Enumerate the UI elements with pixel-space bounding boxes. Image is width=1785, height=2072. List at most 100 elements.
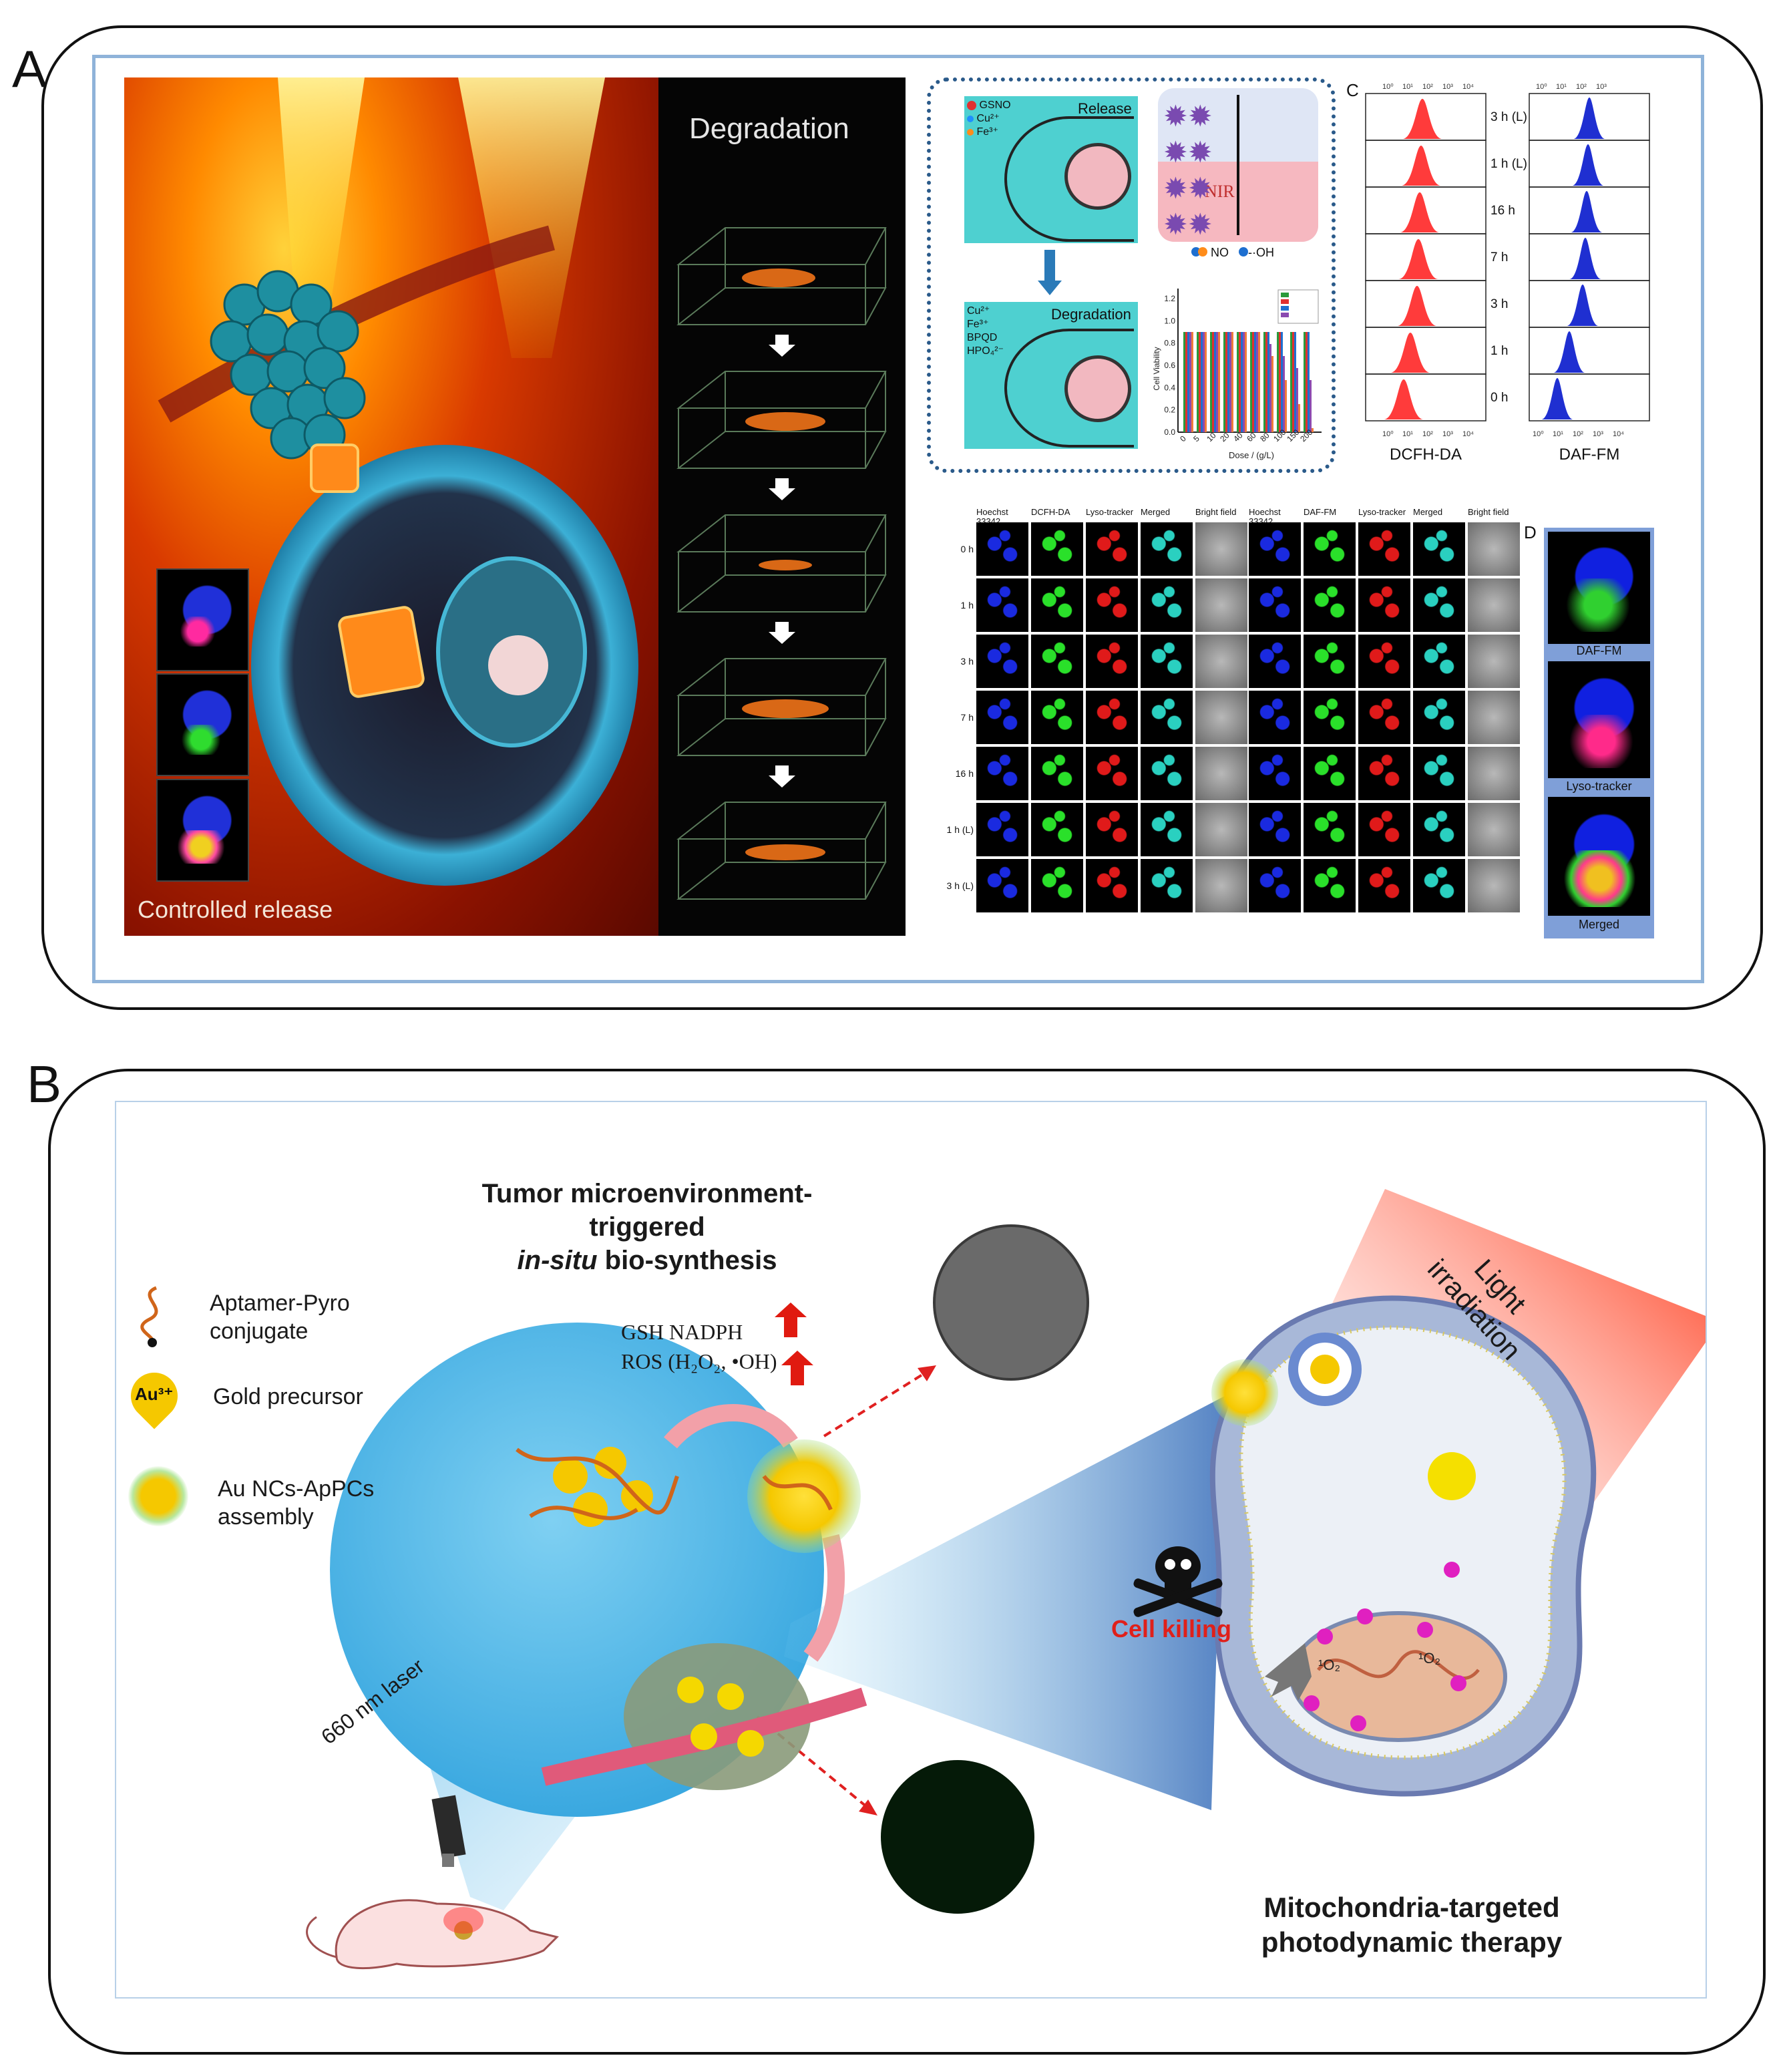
microscopy-cell <box>1249 635 1301 688</box>
microscopy-cell <box>1086 747 1138 800</box>
microscopy-row-label: 16 h <box>955 768 974 779</box>
flow-row-label: 7 h <box>1491 250 1508 265</box>
flow-row-label: 1 h (L) <box>1491 157 1527 171</box>
panel-a-inner-frame <box>92 55 1704 983</box>
flow-row-label: 16 h <box>1491 204 1515 218</box>
microscopy-cell <box>1195 635 1247 688</box>
viability-bar <box>1271 356 1273 432</box>
degradation-cell: Degradation Cu²⁺ Fe³⁺ BPQD HPO₄²⁻ <box>964 302 1138 449</box>
svg-text:10⁰: 10⁰ <box>1533 430 1544 438</box>
microscopy-cell <box>1413 691 1465 744</box>
svg-text:10⁴: 10⁴ <box>1462 83 1474 91</box>
viability-bar <box>1183 332 1185 432</box>
svg-text:10¹: 10¹ <box>1553 430 1563 438</box>
microscopy-cell <box>1249 522 1301 576</box>
daf-peak <box>1553 331 1585 373</box>
microscopy-cell <box>1304 691 1356 744</box>
viability-bar <box>1203 332 1205 432</box>
viability-bar <box>1258 332 1260 432</box>
mouse-illustration <box>306 1899 559 1969</box>
viability-bar <box>1214 332 1216 432</box>
microscopy-cell <box>1195 522 1247 576</box>
microscopy-cell <box>1141 522 1193 576</box>
viability-bar <box>1267 332 1269 432</box>
viability-bar <box>1254 332 1256 432</box>
microscopy-cell <box>1249 859 1301 912</box>
gsh-nadph-text: GSH NADPH <box>621 1320 743 1344</box>
microscopy-cell <box>1358 859 1410 912</box>
microscopy-cell <box>1413 859 1465 912</box>
panel-b-title-line1: Tumor microenvironment-triggered <box>481 1179 813 1242</box>
microscopy-cell <box>1468 522 1520 576</box>
svg-text:10⁰: 10⁰ <box>1382 83 1394 91</box>
microscopy-row-label: 1 h (L) <box>946 824 974 835</box>
dcfh-da-label: DCFH-DA <box>1390 446 1462 464</box>
nanocube-inside <box>338 606 425 698</box>
microscopy-cell <box>976 578 1028 632</box>
nanoparticle-cluster <box>210 270 366 460</box>
nanocube-entering <box>310 444 359 493</box>
legend-fe-2: Fe³⁺ <box>967 319 989 330</box>
dcfh-peak <box>1390 333 1430 373</box>
microscopy-cell <box>976 522 1028 576</box>
viability-y-tick: 0.2 <box>1164 405 1175 415</box>
panel-d-label-lyso: Lyso-tracker <box>1566 780 1632 793</box>
light-beam-right <box>458 77 605 358</box>
dcfh-histogram-cell <box>1365 327 1486 375</box>
panel-b-title-line2: in-situ bio-synthesis <box>517 1246 777 1275</box>
microscopy-cell <box>1141 803 1193 856</box>
down-arrow-icon <box>1044 250 1055 283</box>
microscopy-column-header: Merged <box>1141 507 1171 517</box>
singlet-oxygen-label-2: ¹O₂ <box>1418 1650 1440 1667</box>
viability-bar <box>1223 332 1225 432</box>
viability-y-tick: 1.0 <box>1164 316 1175 325</box>
microscopy-cell <box>1413 578 1465 632</box>
viability-bar <box>1199 332 1201 432</box>
degradation-cell-title: Degradation <box>1051 306 1131 323</box>
daf-peak <box>1573 98 1605 139</box>
microscopy-cell <box>1031 635 1083 688</box>
daf-peak <box>1572 144 1604 186</box>
nucleolus <box>488 635 548 695</box>
viability-y-tick: 0.4 <box>1164 383 1175 392</box>
viability-bar <box>1218 332 1220 432</box>
degradation-box-3 <box>676 514 887 613</box>
panel-c-letter: C <box>1346 80 1359 100</box>
microscopy-cell <box>1304 803 1356 856</box>
microscopy-cell <box>1086 522 1138 576</box>
microscopy-cell <box>1141 859 1193 912</box>
skull-icon <box>1133 1546 1223 1617</box>
microscopy-column-header: DCFH-DA <box>1031 507 1070 517</box>
viability-bar <box>1250 332 1252 432</box>
microscopy-cell <box>1304 522 1356 576</box>
degradation-legend: Cu²⁺ Fe³⁺ BPQD HPO₄²⁻ <box>967 305 1004 358</box>
microscopy-row-label: 3 h <box>960 656 974 667</box>
release-title: Release <box>1078 100 1132 117</box>
microscopy-cell <box>1031 859 1083 912</box>
flow-row-label: 1 h <box>1491 344 1508 358</box>
viability-bar <box>1281 332 1283 432</box>
panel-d-image-3 <box>1548 797 1650 916</box>
microscopy-cell <box>1304 859 1356 912</box>
nucleus-icon-2 <box>1064 355 1131 422</box>
panel-b-title: Tumor microenvironment-triggered in-situ… <box>440 1177 854 1277</box>
legend-fe: Fe³⁺ <box>967 126 1011 139</box>
microscopy-cell <box>1358 747 1410 800</box>
viability-bar <box>1283 356 1285 432</box>
microscopy-cell <box>1031 691 1083 744</box>
microscopy-cell <box>1249 578 1301 632</box>
viability-bar <box>1308 332 1310 432</box>
daf-peak <box>1567 285 1599 326</box>
degradation-panel: Degradation <box>658 77 906 936</box>
viability-bar <box>1229 332 1231 432</box>
microscopy-cell <box>1141 635 1193 688</box>
legend-gold-precursor: Gold precursor <box>213 1384 363 1409</box>
viability-bar <box>1279 332 1281 432</box>
viability-bar <box>1189 332 1191 432</box>
cell-killing-label: Cell killing <box>1111 1615 1232 1643</box>
microscopy-cell <box>1468 635 1520 688</box>
microscopy-cell <box>976 859 1028 912</box>
